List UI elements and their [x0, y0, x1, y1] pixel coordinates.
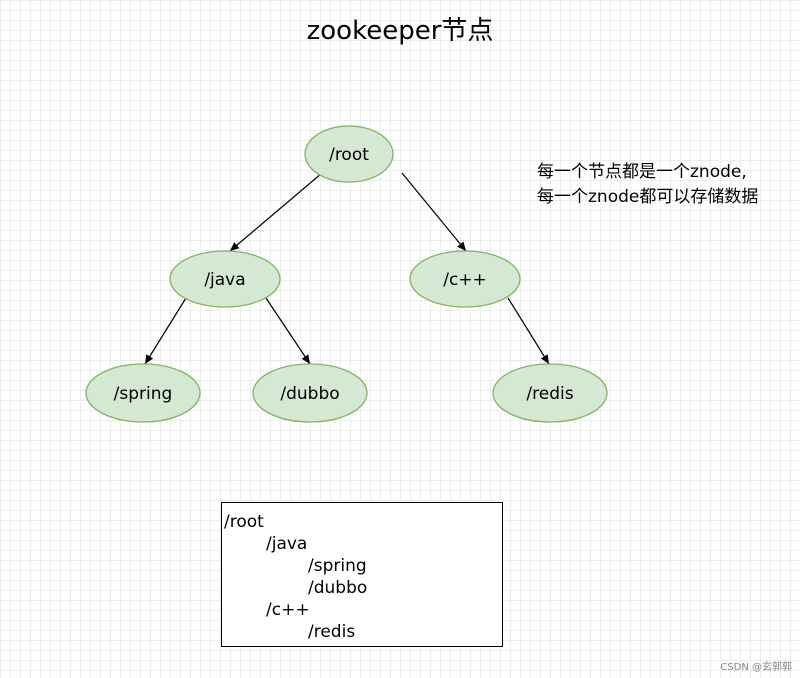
node-cpp: /c++ [409, 250, 521, 308]
node-redis: /redis [492, 363, 608, 423]
diagram-title: zookeeper节点 [306, 16, 494, 46]
edge-root-to-cpp [401, 172, 467, 252]
edge-java-to-dubbo [265, 297, 311, 365]
note-line-1: 每一个节点都是一个znode, [537, 162, 747, 182]
node-dubbo-shape [252, 363, 368, 423]
node-cpp-shape [409, 250, 521, 308]
node-root: /root [304, 125, 394, 183]
edge-cpp-to-redis [507, 297, 550, 365]
tree-line-spring: /spring [308, 556, 367, 576]
node-root-shape [304, 125, 394, 183]
edge-root-to-java [229, 172, 323, 252]
note-line-2: 每一个znode都可以存储数据 [537, 187, 759, 207]
tree-line-dubbo: /dubbo [308, 578, 368, 598]
annotation-note: 每一个节点都是一个znode, 每一个znode都可以存储数据 [537, 160, 797, 210]
node-spring: /spring [85, 363, 201, 423]
tree-line-redis: /redis [308, 622, 356, 642]
node-java-label: /java [204, 270, 245, 290]
edge-java-to-spring [144, 297, 187, 365]
node-dubbo-label: /dubbo [280, 384, 339, 404]
tree-line-java: /java [266, 534, 308, 554]
node-dubbo: /dubbo [252, 363, 368, 423]
edges-layer [144, 172, 550, 365]
node-cpp-label: /c++ [443, 270, 487, 290]
node-redis-label: /redis [526, 384, 573, 404]
node-redis-shape [492, 363, 608, 423]
tree-line-root: /root [224, 512, 264, 532]
nodes-layer: /root/java/c++ /spring/dubbo/redis [85, 125, 608, 423]
node-java: /java [169, 250, 281, 308]
watermark: CSDN @玄郭郭 [720, 662, 792, 673]
node-spring-label: /spring [114, 384, 173, 404]
node-root-label: /root [329, 145, 369, 165]
node-java-shape [169, 250, 281, 308]
node-spring-shape [85, 363, 201, 423]
tree-line-cpp: /c++ [266, 600, 310, 620]
tree-listing-box: /root /java /spring /dubbo /c++ /redis [221, 502, 503, 647]
